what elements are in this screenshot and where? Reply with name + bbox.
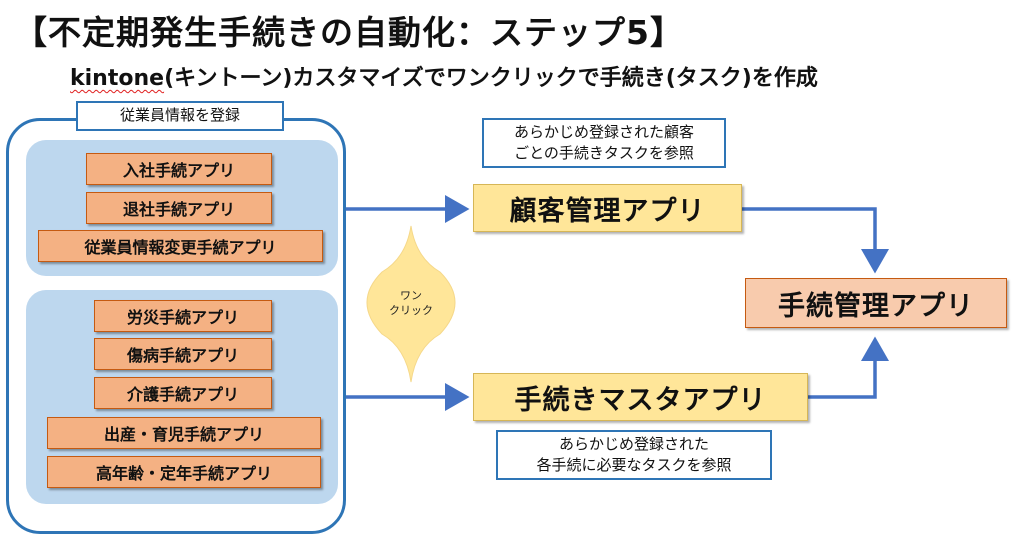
customer-note-line2: ごとの手続きタスクを参照: [514, 144, 694, 162]
one-click-line2: クリック: [389, 304, 433, 317]
one-click-label: ワン クリック: [363, 288, 459, 328]
senior-retirement-app[interactable]: 高年齢・定年手続アプリ: [47, 456, 321, 488]
procedure-management-app[interactable]: 手続管理アプリ: [745, 278, 1007, 328]
subtitle-kintone: kintone: [70, 66, 165, 91]
injury-illness-app[interactable]: 傷病手続アプリ: [94, 338, 272, 370]
customer-app-note: あらかじめ登録された顧客 ごとの手続きタスクを参照: [482, 118, 726, 168]
childbirth-childcare-app[interactable]: 出産・育児手続アプリ: [47, 417, 321, 449]
page-subtitle: kintone(キントーン)カスタマイズでワンクリックで手続き(タスク)を作成: [70, 60, 1020, 94]
arrow-master-to-target: [808, 336, 889, 399]
master-note-line2: 各手続に必要なタスクを参照: [536, 456, 732, 474]
employee-info-change-app[interactable]: 従業員情報変更手続アプリ: [38, 230, 323, 262]
arrow-customer-to-target: [742, 207, 889, 274]
customer-management-app[interactable]: 顧客管理アプリ: [473, 184, 742, 232]
subtitle-text: (キントーン)カスタマイズでワンクリックで手続き(タスク)を作成: [164, 66, 818, 91]
hire-procedure-app[interactable]: 入社手続アプリ: [86, 153, 272, 185]
master-app-note: あらかじめ登録された 各手続に必要なタスクを参照: [496, 430, 772, 480]
work-accident-app[interactable]: 労災手続アプリ: [94, 300, 272, 332]
resignation-procedure-app[interactable]: 退社手続アプリ: [86, 192, 272, 224]
nursing-care-app[interactable]: 介護手続アプリ: [94, 377, 272, 409]
master-note-line1: あらかじめ登録された: [558, 435, 709, 453]
customer-note-line1: あらかじめ登録された顧客: [513, 123, 694, 141]
page-title: 【不定期発生手続きの自動化：ステップ5】: [14, 13, 684, 52]
one-click-line1: ワン: [400, 289, 422, 302]
employee-frame-label: 従業員情報を登録: [76, 101, 284, 131]
procedure-master-app[interactable]: 手続きマスタアプリ: [473, 373, 808, 421]
